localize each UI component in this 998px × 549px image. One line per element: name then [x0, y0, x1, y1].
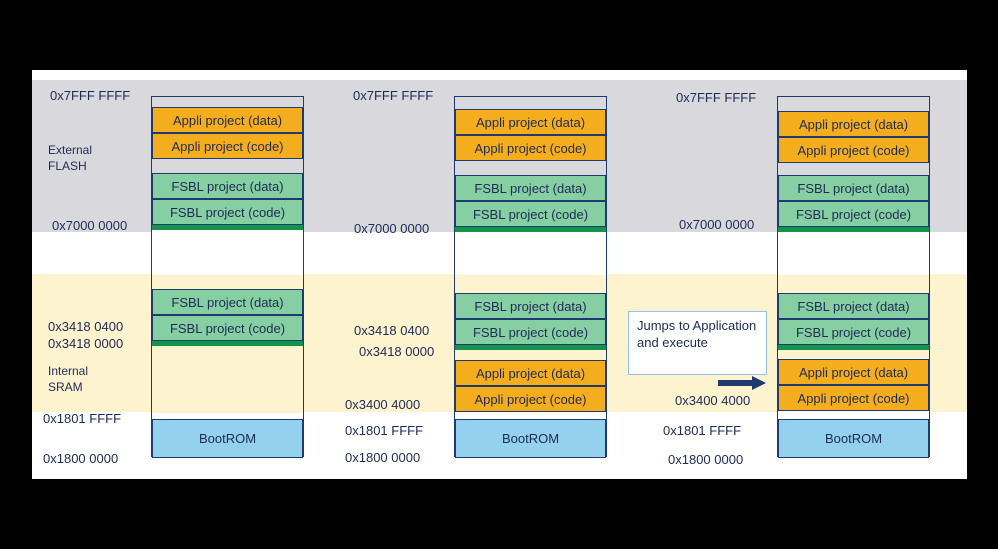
col2-appli-sram-code-block: Appli project (code) [455, 386, 606, 412]
col2-addr-fsbl-data: 0x3418 0400 [354, 323, 430, 338]
col2-appli-code-block: Appli project (code) [455, 135, 606, 161]
col1-sram-stripe [152, 341, 303, 346]
col3-fsbl-sram-code-block: FSBL project (code) [778, 319, 929, 345]
col2-addr-top: 0x7FFF FFFF [353, 88, 434, 103]
col3-flash-gap-mid [778, 163, 929, 175]
col3-appli-sram-code-block: Appli project (code) [778, 385, 929, 411]
col2-addr-appli-base: 0x3400 4000 [345, 397, 421, 412]
col2-addr-fsbl-code: 0x3418 0000 [359, 344, 435, 359]
col1-fsbl-flash-data-block: FSBL project (data) [152, 173, 303, 199]
col3-fsbl-flash-code-block: FSBL project (code) [778, 201, 929, 227]
col2-appli-sram-data-block: Appli project (data) [455, 360, 606, 386]
col3-flash-stripe [778, 227, 929, 232]
col1-addr-rom-top: 0x1801 FFFF [43, 411, 122, 426]
col2-sram-gap-mid [455, 350, 606, 360]
external-flash-label-line1: External [48, 143, 93, 157]
col2-fsbl-sram-data-block: FSBL project (data) [455, 293, 606, 319]
external-flash-label-line2: FLASH [48, 159, 87, 173]
col2-addr-rom-base: 0x1800 0000 [345, 450, 421, 465]
external-flash-label: External FLASH [48, 142, 92, 174]
col1-addr-flash-base: 0x7000 0000 [52, 218, 128, 233]
col3-addr-flash-base: 0x7000 0000 [679, 217, 755, 232]
col1-addr-rom-base: 0x1800 0000 [43, 451, 119, 466]
jump-callout: Jumps to Application and execute [628, 311, 767, 375]
col2-flash-gap-mid [455, 161, 606, 175]
col3-addr-rom-top: 0x1801 FFFF [663, 423, 742, 438]
col1-flash-gap-top [152, 97, 303, 107]
col1-flash-gap-mid [152, 159, 303, 173]
internal-sram-label: Internal SRAM [48, 363, 88, 395]
col1-memory-column: Appli project (data) Appli project (code… [151, 96, 304, 458]
col2-fsbl-flash-data-block: FSBL project (data) [455, 175, 606, 201]
col3-addr-rom-base: 0x1800 0000 [668, 452, 744, 467]
col1-addr-fsbl-code: 0x3418 0000 [48, 336, 124, 351]
col3-appli-data-block: Appli project (data) [778, 111, 929, 137]
col2-flash-gap-top [455, 97, 606, 109]
col1-flash-stripe [152, 225, 303, 230]
jump-arrow-icon [718, 376, 766, 390]
col1-sram-gap-bottom [152, 346, 303, 413]
col3-addr-appli-base: 0x3400 4000 [675, 393, 751, 408]
col1-appli-data-block: Appli project (data) [152, 107, 303, 133]
col3-bootrom-block: BootROM [778, 419, 929, 458]
col3-appli-sram-data-block: Appli project (data) [778, 359, 929, 385]
col3-fsbl-flash-data-block: FSBL project (data) [778, 175, 929, 201]
col1-addr-top: 0x7FFF FFFF [50, 88, 131, 103]
col3-sram-gap-top [778, 275, 929, 293]
col2-sram-gap-top [455, 275, 606, 293]
col3-addr-top: 0x7FFF FFFF [676, 90, 757, 105]
col2-addr-rom-top: 0x1801 FFFF [345, 423, 424, 438]
col1-fsbl-flash-code-block: FSBL project (code) [152, 199, 303, 225]
col2-sram-stripe [455, 345, 606, 350]
col3-fsbl-sram-data-block: FSBL project (data) [778, 293, 929, 319]
col2-fsbl-sram-code-block: FSBL project (code) [455, 319, 606, 345]
col1-sram-gap-top [152, 275, 303, 289]
col2-addr-flash-base: 0x7000 0000 [354, 221, 430, 236]
memory-map-diagram: External FLASH Internal SRAM 0x7FFF FFFF… [32, 70, 967, 479]
col1-fsbl-sram-code-block: FSBL project (code) [152, 315, 303, 341]
col2-memory-column: Appli project (data) Appli project (code… [454, 96, 607, 458]
col3-memory-column: Appli project (data) Appli project (code… [777, 96, 930, 458]
col2-fsbl-flash-code-block: FSBL project (code) [455, 201, 606, 227]
col2-flash-stripe [455, 227, 606, 232]
col1-addr-fsbl-data: 0x3418 0400 [48, 319, 124, 334]
col2-bootrom-block: BootROM [455, 419, 606, 458]
col1-fsbl-sram-data-block: FSBL project (data) [152, 289, 303, 315]
col3-sram-gap-mid [778, 350, 929, 359]
col3-sram-stripe [778, 345, 929, 350]
col1-bootrom-block: BootROM [152, 419, 303, 458]
col2-appli-data-block: Appli project (data) [455, 109, 606, 135]
internal-sram-label-line2: SRAM [48, 380, 83, 394]
col3-flash-gap-top [778, 97, 929, 111]
col1-appli-code-block: Appli project (code) [152, 133, 303, 159]
col3-appli-code-block: Appli project (code) [778, 137, 929, 163]
internal-sram-label-line1: Internal [48, 364, 89, 378]
